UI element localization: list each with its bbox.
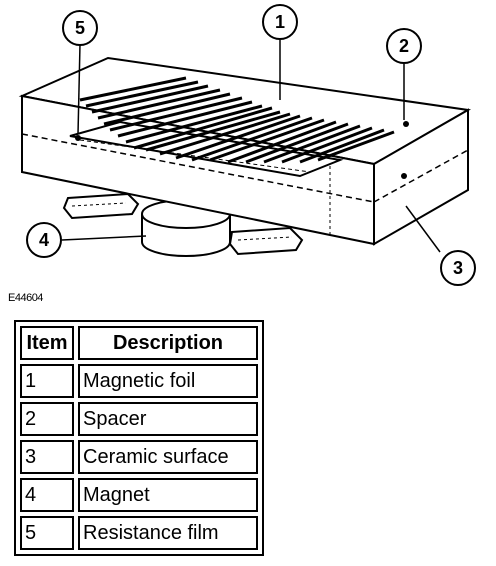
- magnet-bracket-left: [62, 192, 140, 220]
- table-row: 2 Spacer: [20, 402, 258, 436]
- callout-4-number: 4: [39, 230, 49, 250]
- sensor-illustration: 1 2 3 4 5: [18, 4, 476, 286]
- row-item: 1: [20, 364, 74, 398]
- row-description: Magnetic foil: [78, 364, 258, 398]
- table-header-row: Item Description: [20, 326, 258, 360]
- magnet-bracket-right: [228, 226, 304, 256]
- figure-code: E44604: [8, 292, 43, 304]
- row-item: 5: [20, 516, 74, 550]
- callout-5: 5: [62, 10, 98, 46]
- row-description: Ceramic surface: [78, 440, 258, 474]
- row-description: Resistance film: [78, 516, 258, 550]
- callout-2-number: 2: [399, 36, 409, 56]
- header-item: Item: [20, 326, 74, 360]
- row-description: Spacer: [78, 402, 258, 436]
- callout-2: 2: [386, 28, 422, 64]
- ceramic-body-side: [373, 108, 469, 246]
- row-item: 3: [20, 440, 74, 474]
- callout-1: 1: [262, 4, 298, 40]
- table-row: 4 Magnet: [20, 478, 258, 512]
- row-item: 4: [20, 478, 74, 512]
- callout-4: 4: [26, 222, 62, 258]
- table-row: 1 Magnetic foil: [20, 364, 258, 398]
- header-description: Description: [78, 326, 258, 360]
- resistance-film: [69, 120, 344, 178]
- row-description: Magnet: [78, 478, 258, 512]
- callout-3-number: 3: [453, 258, 463, 278]
- parts-table: Item Description 1 Magnetic foil 2 Space…: [14, 320, 264, 556]
- callout-3: 3: [440, 250, 476, 286]
- callout-1-number: 1: [275, 12, 285, 32]
- row-item: 2: [20, 402, 74, 436]
- table-row: 5 Resistance film: [20, 516, 258, 550]
- table-row: 3 Ceramic surface: [20, 440, 258, 474]
- callout-5-number: 5: [75, 18, 85, 38]
